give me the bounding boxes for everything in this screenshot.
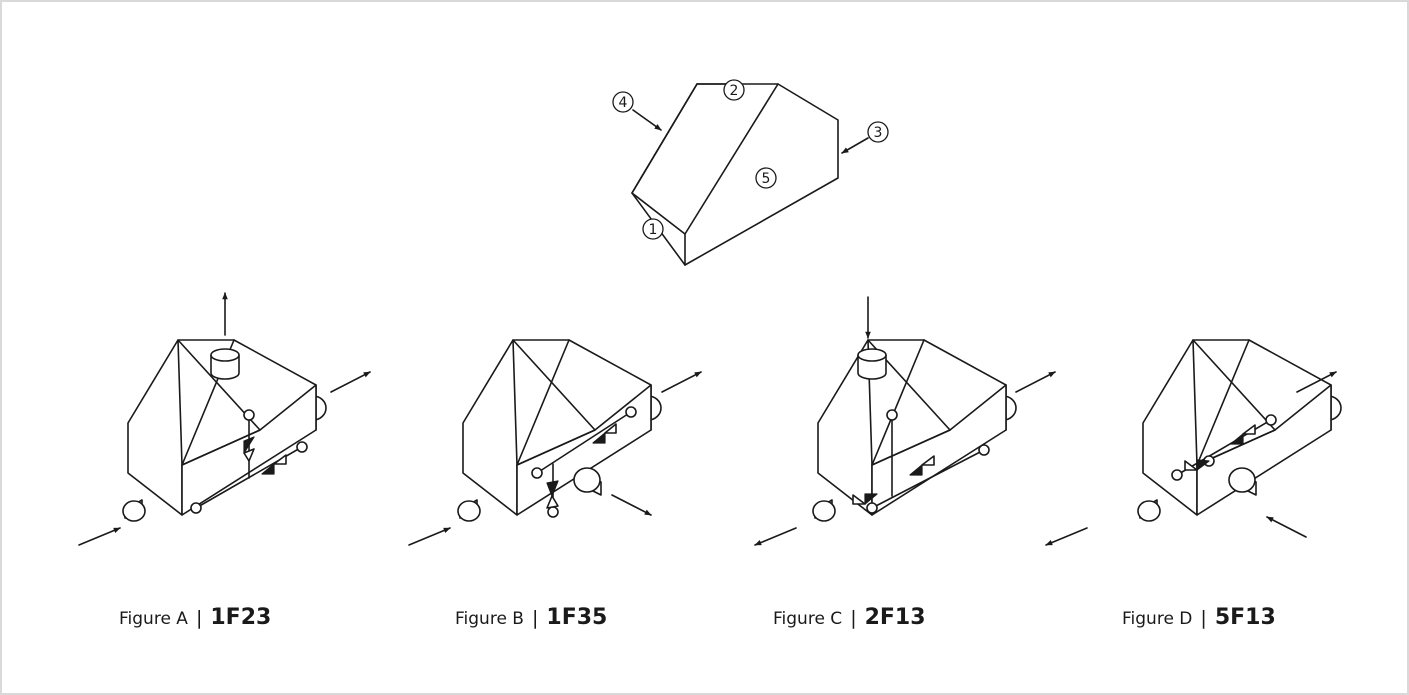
callout-1: 1 [642,218,664,240]
figure-a-inlet-arrow [78,527,121,546]
figure-label: Figure D [1122,609,1193,629]
svg-text:4: 4 [619,95,628,111]
caption-figure-b: Figure B | 1F35 [455,600,607,636]
figure-label: Figure B [455,609,524,629]
port-face2 [857,348,887,380]
callout-2: 2 [723,79,745,101]
port-face1 [122,499,146,522]
figure-b-inlet-arrow [408,527,451,546]
caption-figure-d: Figure D | 5F13 [1122,600,1276,636]
caption-figure-a: Figure A | 1F23 [119,600,271,636]
caption-separator: | [531,607,539,629]
flow-schematic [531,406,637,518]
svg-text:2: 2 [730,83,739,99]
figure-b-outlet-arrow [661,371,702,393]
port-face1 [812,499,836,522]
svg-text:1: 1 [649,222,658,238]
figure-d-face5-arrow [1266,516,1307,538]
reference-outline [631,83,839,266]
caption-separator: | [195,607,203,629]
flow-schematic [1171,414,1277,481]
port-face5 [573,467,602,496]
figure-a-manifold [122,339,327,522]
caption-figure-c: Figure C | 2F13 [773,600,926,636]
figure-d-face1-arrow [1045,527,1088,546]
figure-code: 5F13 [1214,605,1276,630]
figure-code: 2F13 [864,605,926,630]
figure-d-outlet-arrow [1296,371,1337,393]
flow-schematic [190,409,308,514]
figure-d-manifold [1137,339,1342,522]
callout-4: 4 [612,91,634,113]
figure-a-outlet-arrow [330,371,371,393]
caption-separator: | [850,607,857,629]
port-face2 [210,348,240,380]
caption-separator: | [1200,607,1207,629]
callout-3: 3 [867,121,889,143]
callout-3-arrow [841,137,869,154]
figure-label: Figure C [773,609,843,629]
reference-slope-edge [684,83,779,235]
figure-code: 1F35 [546,605,608,630]
figure-c-face1-arrow [754,527,797,546]
figure-label: Figure A [119,609,188,629]
svg-text:5: 5 [762,171,771,187]
reference-top-left-edge [631,83,698,194]
callout-4-arrow [632,109,662,131]
figure-code: 1F23 [210,605,272,630]
figure-c-outlet-arrow [1015,371,1056,393]
callout-5: 5 [755,167,777,189]
svg-text:3: 3 [874,125,883,141]
figure-b-manifold [457,339,662,522]
port-face1 [457,499,481,522]
figure-b-face5-arrow [611,494,652,516]
port-face1 [1137,499,1161,522]
flow-schematic [852,409,990,514]
port-face5 [1228,467,1257,496]
figure-c-manifold [812,339,1017,522]
reference-block: 1 2 3 4 5 [612,79,889,266]
